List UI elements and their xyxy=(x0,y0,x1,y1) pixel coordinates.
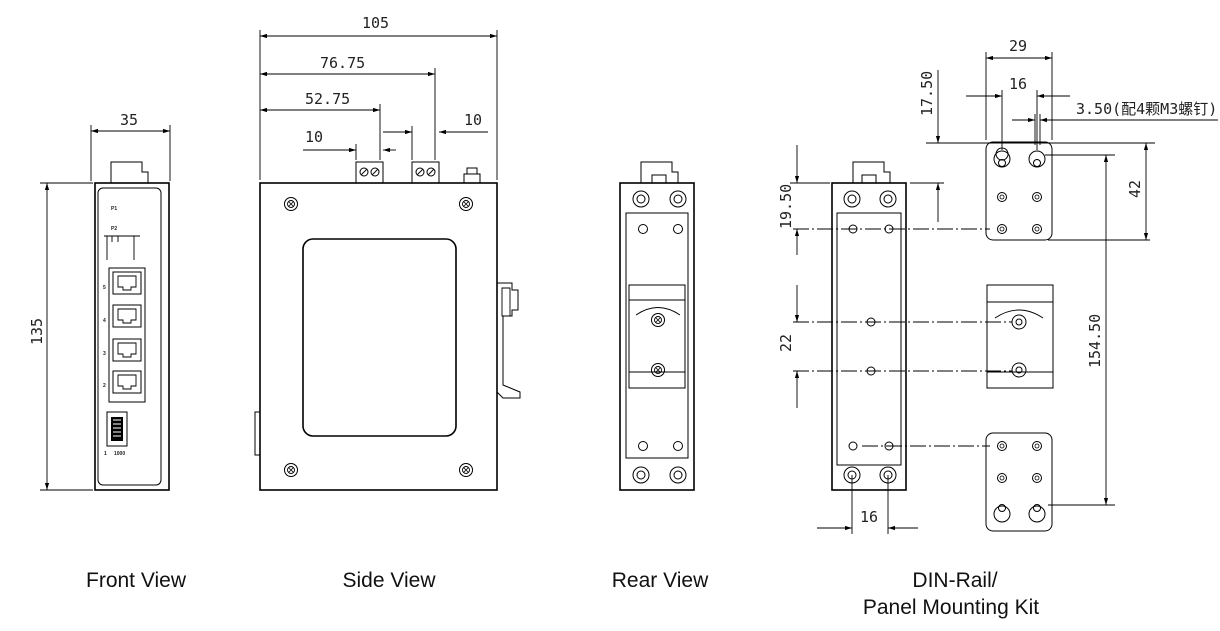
side-body xyxy=(259,182,498,491)
side-screw-tr xyxy=(459,197,473,211)
din-dim-29: 29 xyxy=(1009,37,1027,55)
port-label-3: 3 xyxy=(103,351,106,357)
side-dim-10-left: 10 xyxy=(305,128,323,146)
din-dim-19-50: 19.50 xyxy=(777,184,795,229)
front-height-dim: 135 xyxy=(28,318,46,345)
din-dim-154-50: 154.50 xyxy=(1086,314,1104,368)
din-dim-17-50: 17.50 xyxy=(918,71,936,116)
rj45-port-3 xyxy=(112,338,142,362)
side-label-panel xyxy=(302,238,457,437)
terminal-block-p2 xyxy=(411,161,440,184)
din-dim-16-bottom: 16 xyxy=(860,508,878,526)
din-hole-tr xyxy=(879,190,897,208)
mount-plate-bottom xyxy=(985,432,1053,532)
label-p2: P2 xyxy=(111,226,117,232)
din-dim-screw: 3.50(配4颗M3螺钉) xyxy=(1076,100,1217,118)
rear-hole-br xyxy=(669,466,687,484)
din-dim-42: 42 xyxy=(1126,180,1144,198)
front-panel xyxy=(97,187,162,486)
front-view: P1 P2 5 4 3 2 1 1000 35 135 xyxy=(28,111,171,491)
side-latch xyxy=(254,411,260,456)
ground-screw xyxy=(463,167,481,184)
din-dim-22: 22 xyxy=(777,334,795,352)
front-body xyxy=(94,182,170,491)
rear-view xyxy=(619,161,695,491)
mount-plate-top xyxy=(985,141,1053,241)
caption-din-rail-line1: DIN-Rail/ xyxy=(912,569,997,592)
side-dim-105: 105 xyxy=(362,14,389,32)
port-label-5: 5 xyxy=(103,285,106,291)
side-dim-52-75: 52.75 xyxy=(305,90,350,108)
rear-hole-tl xyxy=(632,190,650,208)
side-screw-tl xyxy=(284,197,298,211)
din-rail-view: 29 16 3.50(配4颗M3螺钉) 17.50 19.50 22 42 15… xyxy=(777,37,1218,534)
sfp-port-number: 1 xyxy=(104,451,107,457)
rear-din-bracket xyxy=(628,284,686,389)
caption-din-rail-line2: Panel Mounting Kit xyxy=(863,596,1039,619)
caption-side-view: Side View xyxy=(342,569,436,592)
rear-hole-tr xyxy=(669,190,687,208)
rear-screw-bottom xyxy=(651,363,665,377)
din-clip-side xyxy=(496,282,521,399)
side-dim-10-right: 10 xyxy=(464,111,482,129)
terminal-block-p1 xyxy=(355,161,384,184)
din-dim-16-top: 16 xyxy=(1009,75,1027,93)
port-label-4: 4 xyxy=(103,318,106,324)
caption-rear-view: Rear View xyxy=(612,569,709,592)
side-screw-br xyxy=(459,463,473,477)
rear-hole-bl xyxy=(632,466,650,484)
rj45-port-5 xyxy=(112,271,142,295)
din-clip xyxy=(986,284,1054,389)
power-led-lines xyxy=(104,235,140,260)
front-clip xyxy=(110,161,149,183)
din-hole-tl xyxy=(843,190,861,208)
side-screw-bl xyxy=(284,463,298,477)
label-p1: P1 xyxy=(111,206,117,212)
caption-front-view: Front View xyxy=(86,569,187,592)
sfp-port xyxy=(106,411,128,447)
rj45-port-2 xyxy=(112,370,142,394)
sfp-speed-label: 1000 xyxy=(114,451,125,457)
rj45-block xyxy=(108,267,146,403)
port-label-2: 2 xyxy=(103,383,106,389)
side-view: 105 76.75 52.75 10 10 xyxy=(254,14,521,491)
rear-screw-top xyxy=(651,313,665,327)
side-dim-76-75: 76.75 xyxy=(320,54,365,72)
front-width-dim: 35 xyxy=(120,111,138,129)
rj45-port-4 xyxy=(112,304,142,328)
